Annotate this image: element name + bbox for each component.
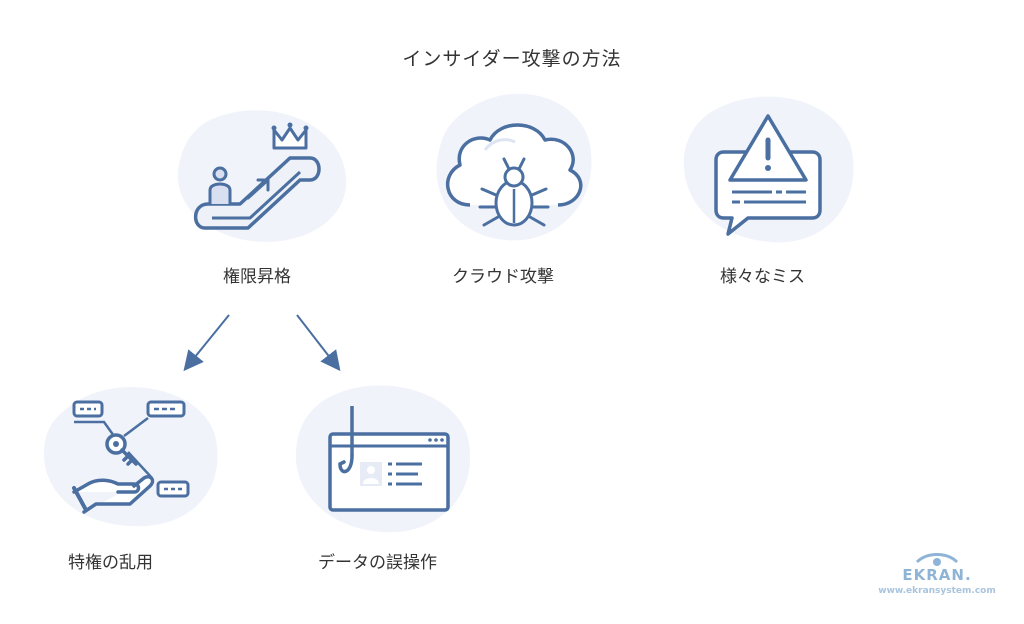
node-cloud-attack (430, 85, 600, 250)
diagram-title: インサイダー攻撃の方法 (402, 48, 622, 70)
label-data-mishandling: データの誤操作 (318, 553, 437, 573)
label-various-mistakes: 様々なミス (720, 267, 805, 287)
warning-message-icon (683, 96, 854, 243)
cloud-bug-icon (436, 93, 592, 241)
node-various-mistakes (676, 92, 861, 252)
logo-url: www.ekransystem.com (878, 586, 996, 596)
ekran-logo: EKRAN. www.ekransystem.com (872, 552, 1002, 596)
node-privilege-abuse (40, 380, 225, 530)
label-cloud-attack: クラウド攻撃 (452, 267, 554, 287)
arrow-to-data-mishandling (296, 314, 341, 372)
label-privilege-abuse: 特権の乱用 (68, 553, 153, 573)
eye-icon (915, 553, 959, 566)
escalator-icon (177, 110, 347, 242)
node-privilege-escalation (170, 100, 360, 250)
logo-brand: EKRAN. (902, 566, 972, 584)
arrow-to-privilege-abuse (183, 314, 230, 372)
node-data-mishandling (290, 378, 480, 538)
key-hand-icon (43, 387, 218, 527)
phishing-browser-icon (295, 385, 471, 533)
label-privilege-escalation: 権限昇格 (223, 267, 291, 287)
